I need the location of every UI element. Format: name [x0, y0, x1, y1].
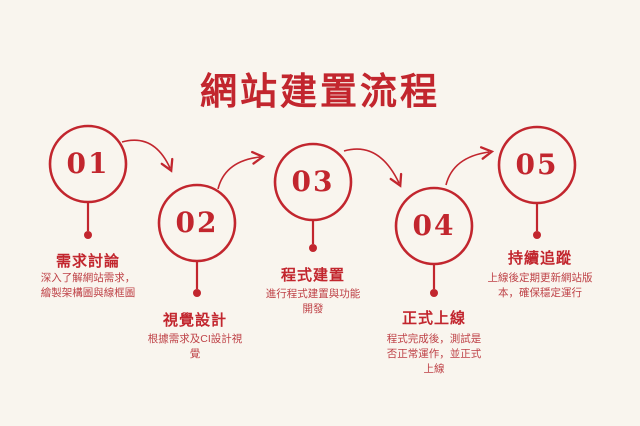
step-5-circle: [497, 125, 577, 205]
flow-arrow-4-5: [445, 146, 495, 186]
step-2-stem-dot: [193, 289, 201, 297]
step-1-number: 01: [66, 147, 110, 180]
step-1-description: 深入了解網站需求，繪製架構圖與線框圖: [40, 272, 136, 299]
step-3-label: 程式建置: [280, 267, 345, 284]
flow-arrow-1-2: [121, 139, 174, 173]
step-4-number: 04: [412, 209, 456, 242]
step-3-description: 進行程式建置與功能開發: [265, 288, 361, 315]
step-2-circle: [157, 183, 237, 263]
step-5-label: 持續追蹤: [507, 250, 572, 267]
step-2-number: 02: [175, 206, 219, 239]
flow-arrow-2-3: [217, 150, 266, 190]
step-4-stem-dot: [430, 289, 438, 297]
step-1-label: 需求討論: [55, 253, 120, 270]
step-3-number: 03: [291, 165, 335, 198]
step-3-circle: [273, 142, 353, 222]
page-title: 網站建置流程: [200, 70, 440, 112]
step-4-description: 程式完成後，測試是否正常運作，並正式上線: [386, 333, 482, 375]
step-5-number: 05: [515, 148, 559, 181]
step-1-stem-dot: [84, 231, 92, 239]
step-4-circle: [394, 186, 474, 266]
step-4-label: 正式上線: [401, 310, 466, 327]
step-5-stem-dot: [533, 231, 541, 239]
step-2-description: 根據需求及CI設計視覺: [147, 333, 243, 360]
step-2-label: 視覺設計: [162, 312, 227, 329]
step-5-description: 上線後定期更新網站版本，確保穩定運行: [487, 272, 593, 299]
step-1-circle: [48, 124, 128, 204]
step-3-stem-dot: [309, 244, 317, 252]
flow-arrow-3-4: [343, 148, 403, 188]
